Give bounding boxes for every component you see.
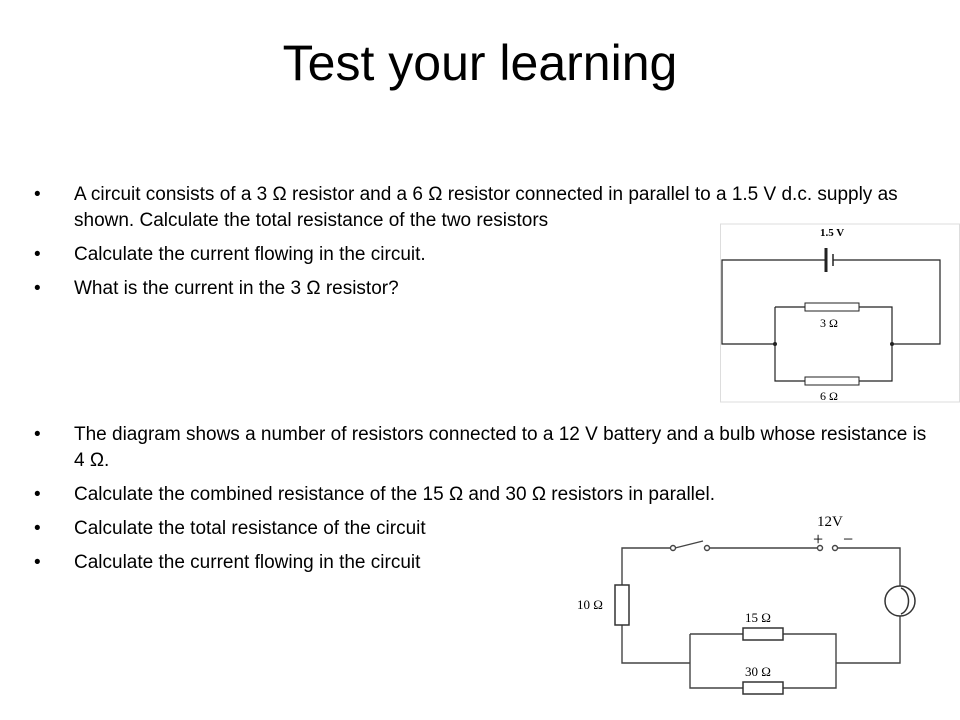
resistor-30-ohm [742,681,784,695]
list-item: • Calculate the current flowing in the ci… [34,242,934,268]
list-item: • What is the current in the 3 Ω resistor… [34,276,934,302]
switch-icon [669,540,711,552]
question-text: Calculate the total resistance of the ci… [74,518,426,539]
list-item: • Calculate the current flowing in the ci… [34,550,934,576]
bullet-icon: • [34,244,41,265]
question-text: Calculate the current flowing in the cir… [74,244,426,265]
bullet-icon: • [34,184,41,205]
bullet-icon: • [34,278,41,299]
question-list-2: • The diagram shows a number of resistors… [34,422,934,584]
battery-minus-sign: − [843,529,853,549]
slide-title: Test your learning [282,35,678,91]
resistor-30-ohm-label: 30 Ω [745,664,771,679]
question-text: Calculate the combined resistance of the… [74,484,715,505]
list-item: • Calculate the combined resistance of th… [34,482,934,508]
parallel-circuit-diagram: 1.5 V 3 Ω 6 Ω [720,223,960,403]
series-parallel-circuit-diagram: 12V + − 10 Ω 15 Ω 30 Ω [577,514,916,695]
battery-label: 12V [817,514,843,530]
resistor-6-ohm [804,376,860,386]
list-item: • A circuit consists of a 3 Ω resistor an… [34,182,934,234]
question-text: What is the current in the 3 Ω resistor? [74,278,399,299]
list-item: • The diagram shows a number of resistors… [34,422,934,474]
bullet-icon: • [34,518,41,539]
question-text: The diagram shows a number of resistors … [74,424,927,471]
bullet-icon: • [34,484,41,505]
resistor-15-ohm [742,627,784,641]
junction-dots [773,342,894,346]
battery-plus-sign: + [813,529,823,549]
resistor-10-ohm-label: 10 Ω [577,597,603,612]
resistor-6-ohm-label: 6 Ω [820,389,838,403]
circuit-wires [621,547,901,689]
supply-label: 1.5 V [820,227,844,239]
question-text: A circuit consists of a 3 Ω resistor and… [74,184,898,231]
bullet-icon: • [34,552,41,573]
question-text: Calculate the current flowing in the cir… [74,552,421,573]
list-item: • Calculate the total resistance of the c… [34,516,934,542]
bulb-icon [884,585,916,617]
resistor-3-ohm-label: 3 Ω [820,316,838,330]
resistor-10-ohm [614,584,630,626]
diagram-frame [720,223,960,403]
resistor-15-ohm-label: 15 Ω [745,610,771,625]
battery-terminals [816,544,839,552]
resistor-3-ohm [804,302,860,312]
question-list-1: • A circuit consists of a 3 Ω resistor an… [34,182,934,310]
bullet-icon: • [34,424,41,445]
